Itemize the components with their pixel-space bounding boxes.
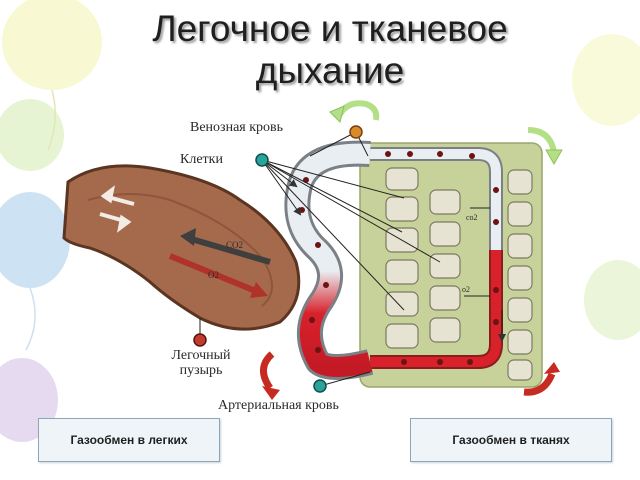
alveolus-marker	[193, 333, 207, 347]
title-line-1: Легочное и тканевое	[152, 8, 508, 49]
o2-small-label: o2	[462, 285, 470, 294]
o2-label: O2	[208, 270, 219, 280]
alveolus-label-line-1: Легочный	[171, 348, 231, 363]
tissues-gas-exchange-box: Газообмен в тканях	[410, 418, 612, 462]
balloon-green	[0, 99, 64, 171]
co2-small-label: co2	[466, 213, 478, 222]
slide-title: Легочное и тканевое дыхание	[70, 8, 590, 92]
venous-marker	[349, 125, 363, 139]
cycle-arrow-top-icon	[335, 100, 380, 121]
co2-arrow	[180, 228, 271, 265]
alveolus	[62, 164, 301, 331]
alveolus-label-line-2: пузырь	[179, 363, 223, 378]
balloon-blue	[0, 192, 70, 288]
alveolus-label: Легочный пузырь	[146, 348, 256, 378]
cycle-arrow-right-icon	[527, 127, 557, 153]
tissue-gas-arrows	[464, 207, 506, 342]
arterial-pointer-line	[319, 371, 371, 387]
arterial-blood-label: Артериальная кровь	[218, 398, 339, 413]
lungs-gas-exchange-box: Газообмен в легких	[38, 418, 220, 462]
tissue-blood-cells	[385, 151, 499, 365]
cells-marker	[255, 153, 269, 167]
arterial-marker	[313, 379, 327, 393]
venous-blood-label: Венозная кровь	[190, 120, 284, 135]
connecting-vessel	[287, 143, 373, 377]
red-cycle-arrow-left-icon	[260, 351, 275, 391]
balloon-yellow-right	[572, 34, 640, 126]
title-line-2: дыхание	[255, 50, 405, 91]
balloon-yellow	[2, 0, 102, 90]
o2-arrow	[168, 253, 268, 298]
balloon-green-right	[584, 260, 640, 340]
air-flow-arrows	[99, 185, 135, 233]
red-cycle-arrow-right-icon	[523, 372, 556, 396]
cells-label: Клетки	[180, 152, 223, 167]
cells-pointer-lines	[261, 159, 441, 311]
tissue-cells	[385, 167, 533, 381]
co2-label: CO2	[226, 240, 243, 250]
